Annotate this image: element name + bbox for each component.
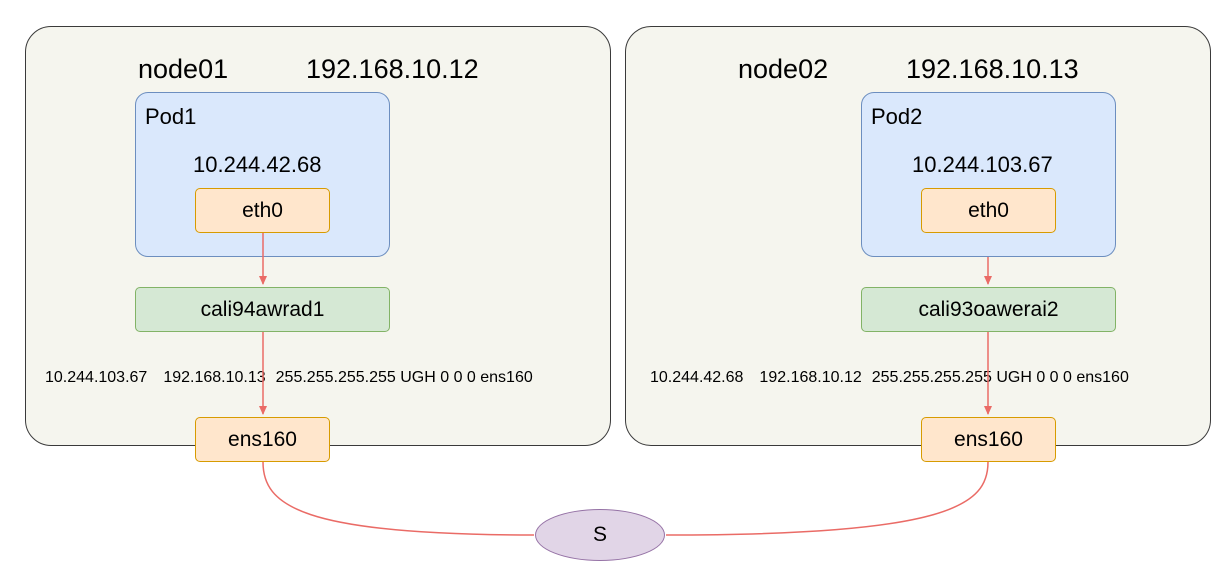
edge-ens160-to-switch-node01 [262,461,535,536]
route-details: 255.255.255.255 UGH 0 0 0 ens160 [871,369,1129,386]
cali-interface: cali94awrad1 [135,287,390,332]
host-interface-ens160: ens160 [195,417,330,462]
pod-label: Pod1 [145,104,197,129]
route-entry: 10.244.103.67 192.168.10.13 255.255.255.25… [45,370,533,386]
route-dest: 10.244.103.67 [45,369,148,386]
pod-label: Pod2 [871,104,923,129]
node-ip: 192.168.10.13 [906,54,1079,84]
host-interface-ens160: ens160 [921,417,1056,462]
pod-ip: 10.244.103.67 [912,152,1053,177]
cali-interface: cali93oawerai2 [861,287,1116,332]
route-entry: 10.244.42.68 192.168.10.12 255.255.255.255… [650,370,1129,386]
node-name: node02 [738,54,829,84]
edge-ens160-to-switch-node02 [665,461,989,536]
route-details: 255.255.255.255 UGH 0 0 0 ens160 [275,369,533,386]
node-ip: 192.168.10.12 [306,54,479,84]
pod-ip: 10.244.42.68 [193,152,322,177]
pod-interface-eth0: eth0 [195,188,330,233]
route-dest: 10.244.42.68 [650,369,744,386]
switch-node: S [535,509,665,561]
pod-interface-eth0: eth0 [921,188,1056,233]
route-gateway: 192.168.10.13 [163,369,266,386]
route-gateway: 192.168.10.12 [759,369,862,386]
node-name: node01 [138,54,229,84]
